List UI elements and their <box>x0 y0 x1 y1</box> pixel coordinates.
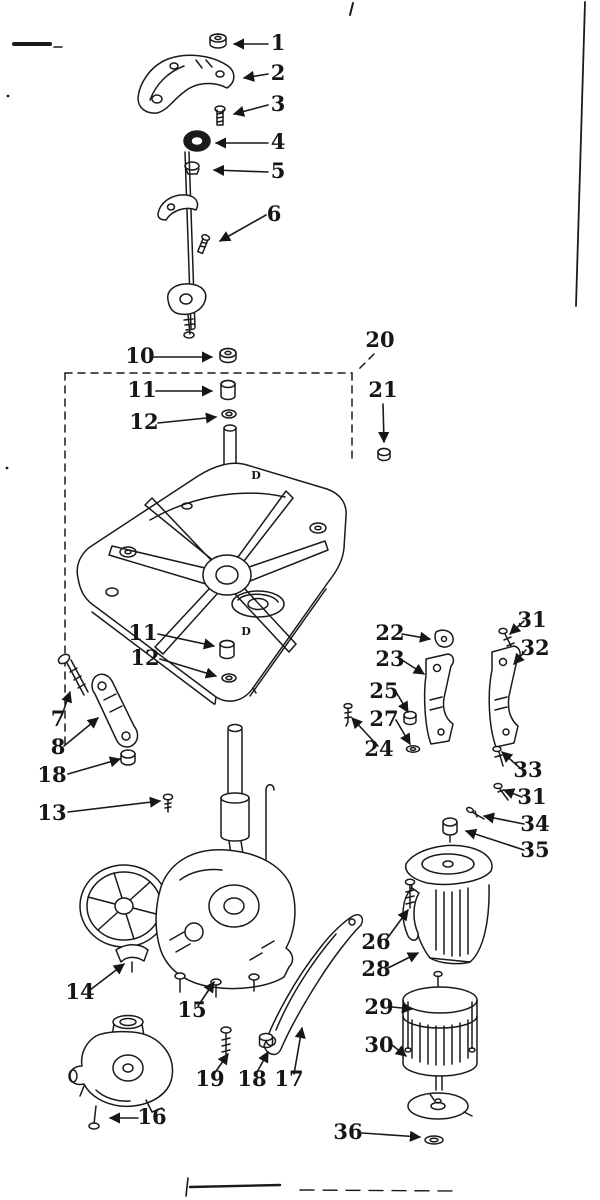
callout-1: 1 <box>271 30 286 55</box>
callout-36: 36 <box>333 1119 362 1144</box>
callout-19: 19 <box>195 1066 224 1091</box>
callout-12-upper: 12 <box>129 409 158 434</box>
pump-screw-part16 <box>88 1105 100 1130</box>
callout-34: 34 <box>520 811 549 836</box>
drive-pulley <box>79 864 169 948</box>
scan-artifacts <box>5 1 586 1197</box>
screw-part33 <box>492 745 504 767</box>
bolt-part7 <box>57 653 89 696</box>
nut-part18-left <box>120 749 136 766</box>
assembly-boundary-dashed <box>64 353 375 747</box>
screw-part13 <box>162 793 174 813</box>
motor-assembly <box>402 970 478 1145</box>
gearcase-assembly <box>79 849 296 998</box>
lower-washer-part12 <box>221 673 237 683</box>
pump-assembly <box>68 1014 174 1130</box>
callout-26: 26 <box>361 929 390 954</box>
callout-23: 23 <box>375 646 404 671</box>
callout-22: 22 <box>375 620 404 645</box>
callout-labels: 1 2 3 4 5 6 10 11 12 20 21 22 23 11 12 2… <box>37 30 549 1144</box>
screw-part26 <box>404 878 416 909</box>
plate-bosses-and-holes <box>105 502 327 618</box>
motor-pulley-disc <box>407 1092 473 1120</box>
callout-5: 5 <box>271 158 286 183</box>
flanged-nut-part10 <box>219 347 237 364</box>
motor-bracket <box>402 844 493 965</box>
callout-16: 16 <box>137 1104 166 1129</box>
callout-32: 32 <box>520 635 549 660</box>
callout-11-lower: 11 <box>128 620 157 645</box>
brace-arm-part17 <box>263 913 364 1056</box>
bracket-part32 <box>488 645 521 748</box>
callout-30: 30 <box>364 1032 393 1057</box>
clamp-part14 <box>115 944 149 973</box>
right-bracket-cluster <box>442 627 521 843</box>
spacer-part11 <box>220 379 236 401</box>
stud-part24 <box>343 702 353 727</box>
lower-spacer-part11 <box>219 639 235 660</box>
callout-31-lower: 31 <box>517 784 546 809</box>
left-fasteners <box>57 653 174 813</box>
callout-10: 10 <box>125 343 154 368</box>
callout-13: 13 <box>37 800 66 825</box>
washer-part36 <box>424 1135 444 1145</box>
seal-ring-part4 <box>183 130 211 152</box>
pivot-shaft-assembly <box>157 151 211 339</box>
mounting-bracket-part2 <box>137 54 235 114</box>
hex-nut-part1 <box>209 33 227 49</box>
callout-4: 4 <box>271 129 286 154</box>
callout-17: 17 <box>274 1066 303 1091</box>
washer-part27 <box>405 745 421 753</box>
callout-24: 24 <box>364 736 393 761</box>
callout-8: 8 <box>51 734 66 759</box>
callout-12-lower: 12 <box>130 645 159 670</box>
upper-fasteners <box>219 347 391 462</box>
callout-28: 28 <box>361 956 390 981</box>
washer-part12 <box>221 409 237 419</box>
callout-18-left: 18 <box>37 762 66 787</box>
cap-part5 <box>184 161 200 175</box>
callout-35: 35 <box>520 837 549 862</box>
top-bracket-assembly <box>137 33 235 339</box>
screw-part31-lower <box>493 782 509 801</box>
callout-6: 6 <box>267 201 282 226</box>
callout-7: 7 <box>51 706 66 731</box>
clip-part22 <box>434 629 454 648</box>
screw-part3 <box>214 105 226 126</box>
callout-3: 3 <box>271 91 286 116</box>
nut-part21 <box>377 447 391 462</box>
callout-14: 14 <box>65 979 94 1004</box>
callout-25: 25 <box>369 678 398 703</box>
callout-11-upper: 11 <box>127 377 156 402</box>
callout-18-bottom: 18 <box>237 1066 266 1091</box>
stud-part6 <box>197 233 211 255</box>
callout-20: 20 <box>365 327 394 352</box>
plate-emboss-mark-upper: D <box>251 469 261 482</box>
callout-2: 2 <box>271 60 286 85</box>
callout-27: 27 <box>369 706 398 731</box>
callout-33: 33 <box>513 757 542 782</box>
clip-bracket-cluster <box>343 629 455 753</box>
mounting-plate-assembly <box>76 424 347 705</box>
callout-21: 21 <box>368 377 397 402</box>
motor-body <box>402 986 478 1091</box>
callout-29: 29 <box>364 994 393 1019</box>
callout-15: 15 <box>177 997 206 1022</box>
nut-part18-bottom <box>258 1032 274 1049</box>
nut-part25 <box>403 710 417 726</box>
stud-part34 <box>465 806 485 820</box>
cap-nut-part35 <box>442 817 458 843</box>
callout-31-top: 31 <box>517 607 546 632</box>
spider-arms <box>108 490 329 655</box>
bracket-part23 <box>423 653 455 745</box>
gearcase-body <box>155 849 296 990</box>
plate-emboss-mark-lower: D <box>241 625 251 638</box>
damper-link-part8 <box>91 673 139 748</box>
callout-leaders <box>61 38 527 1142</box>
